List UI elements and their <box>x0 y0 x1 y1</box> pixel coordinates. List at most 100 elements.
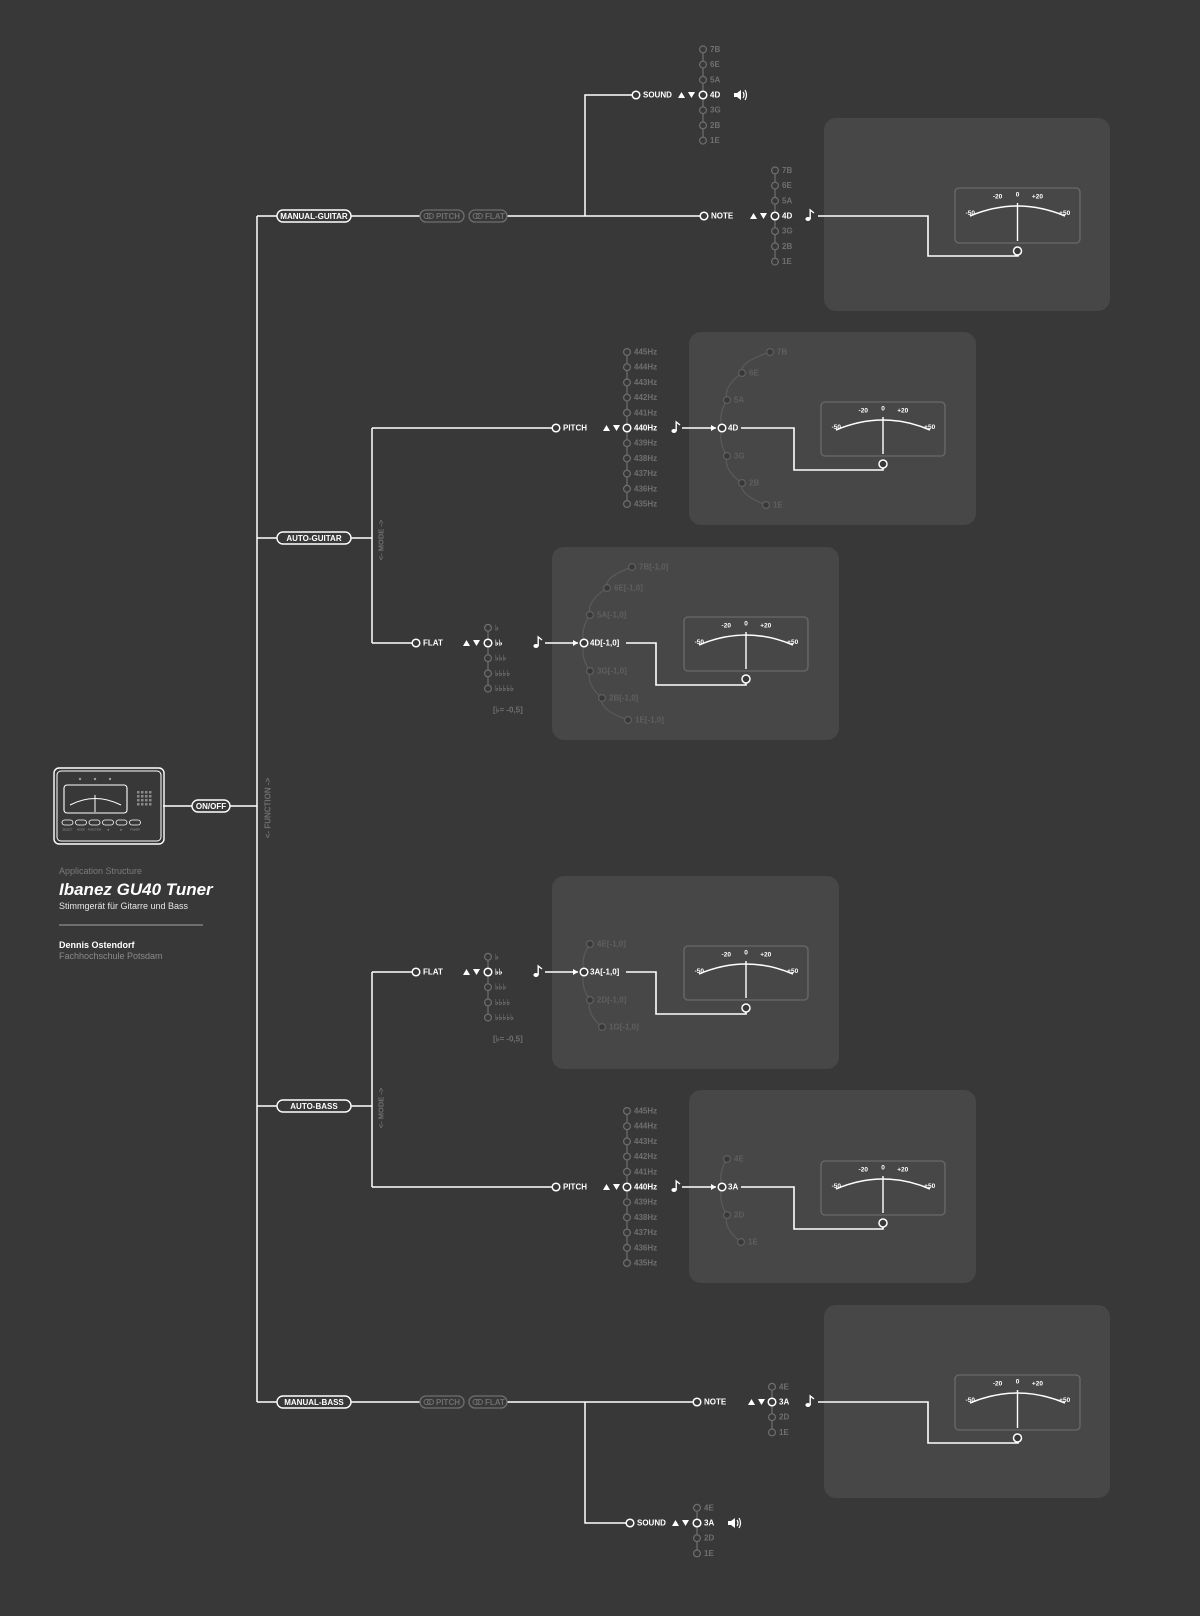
active-option-label: 3A <box>728 1183 738 1192</box>
option-node <box>622 393 631 402</box>
meter-scale-label: +20 <box>760 951 771 958</box>
option-label: 5A <box>782 196 792 205</box>
device-speaker-grille <box>137 795 140 798</box>
option-node <box>698 60 707 69</box>
active-option-label: 4D <box>782 212 792 221</box>
note-stem <box>675 420 681 431</box>
display-panel <box>824 1305 1110 1498</box>
sound-label: SOUND <box>643 91 672 100</box>
pill-label: FLAT <box>485 1398 505 1407</box>
note-node <box>692 1397 702 1407</box>
meter-scale-label: +20 <box>760 622 771 629</box>
device-button <box>129 819 141 826</box>
meter-scale-label: +50 <box>1059 1397 1070 1404</box>
option-label: 441Hz <box>634 1167 657 1176</box>
option-node <box>585 939 594 948</box>
active-option-label: 440Hz <box>634 1183 657 1192</box>
option-label: 443Hz <box>634 378 657 387</box>
device-speaker-grille <box>145 795 148 798</box>
display-panel <box>824 118 1110 311</box>
meter-scale-label: 0 <box>744 621 748 628</box>
option-label: 4E[-1,0] <box>597 940 626 949</box>
down-arrow-icon <box>473 640 480 646</box>
option-node <box>622 348 631 357</box>
active-option-node <box>622 423 632 433</box>
note-label: NOTE <box>711 212 734 221</box>
device-speaker-grille <box>149 791 152 794</box>
meter-scale-label: +50 <box>924 424 935 431</box>
meter-scale-label: +20 <box>897 407 908 414</box>
active-option-label: 440Hz <box>634 424 657 433</box>
option-node <box>484 998 493 1007</box>
option-label: 6E <box>710 60 720 69</box>
pill-label: FLAT <box>485 212 505 221</box>
option-node <box>722 452 731 461</box>
flat-node <box>411 967 421 977</box>
option-node <box>767 1382 776 1391</box>
active-option-label: ♭♭ <box>495 968 503 977</box>
down-arrow-icon <box>688 92 695 98</box>
mode-axis-label: <- MODE -> <box>377 519 386 560</box>
arc-track <box>582 943 603 1028</box>
option-label: ♭ <box>495 623 499 632</box>
active-option-node <box>622 1182 632 1192</box>
manual-bass-pill: MANUAL-BASS <box>276 1395 352 1409</box>
option-node <box>622 1228 631 1237</box>
mode-axis-label: <- MODE -> <box>377 1087 386 1128</box>
option-label: 2D <box>734 1211 744 1220</box>
option-label: 2B <box>749 479 759 488</box>
meter-pivot-node <box>1012 246 1023 256</box>
option-node <box>622 1258 631 1267</box>
option-label: 1E <box>704 1549 714 1558</box>
device-outer <box>53 767 165 845</box>
meter-pivot-node <box>741 1003 751 1013</box>
meter-pivot-node <box>1012 1433 1023 1443</box>
option-node <box>622 500 631 509</box>
option-node <box>484 983 493 992</box>
active-option-node <box>579 638 589 648</box>
device-speaker-grille <box>149 799 152 802</box>
option-node <box>622 1213 631 1222</box>
option-node <box>597 693 606 702</box>
active-option-node <box>717 1182 727 1192</box>
option-node <box>622 469 631 478</box>
pill-outline <box>276 531 352 545</box>
info-title: Ibanez GU40 Tuner <box>59 880 213 899</box>
pitch-node <box>551 423 561 433</box>
active-option-node <box>767 1397 777 1407</box>
meter-frame <box>820 1160 946 1216</box>
down-arrow-icon <box>613 1184 620 1190</box>
music-note-icon <box>805 1394 815 1407</box>
option-label: 2D <box>704 1534 714 1543</box>
info-author: Dennis Ostendorf <box>59 940 135 950</box>
speaker-icon <box>734 89 748 101</box>
pill-label: AUTO-GUITAR <box>286 534 341 543</box>
link-ring <box>476 213 483 219</box>
device-speaker-grille <box>149 795 152 798</box>
option-node <box>622 1122 631 1131</box>
pill-label: ON/OFF <box>196 802 226 811</box>
device-led <box>93 777 97 781</box>
option-label: 7B[-1,0] <box>639 563 669 572</box>
option-label: 2B <box>710 121 720 130</box>
down-arrow-icon <box>682 1520 689 1526</box>
up-arrow-icon <box>603 1184 610 1190</box>
meter-scale-label: -20 <box>859 1166 869 1173</box>
option-node <box>770 257 779 266</box>
device-button-label: FUNCTION <box>88 828 102 832</box>
option-node <box>692 1534 701 1543</box>
meter-scale-label: -50 <box>966 210 976 217</box>
option-label: 7B <box>777 348 787 357</box>
meter-pivot-node <box>878 459 888 469</box>
info-label: Application Structure <box>59 866 143 876</box>
option-label: 3G <box>734 452 745 461</box>
option-node <box>622 408 631 417</box>
arrowhead-icon <box>573 969 578 975</box>
option-node <box>770 227 779 236</box>
option-label: 3G <box>710 106 721 115</box>
active-option-label: ♭♭ <box>495 639 503 648</box>
device-button <box>61 819 74 826</box>
